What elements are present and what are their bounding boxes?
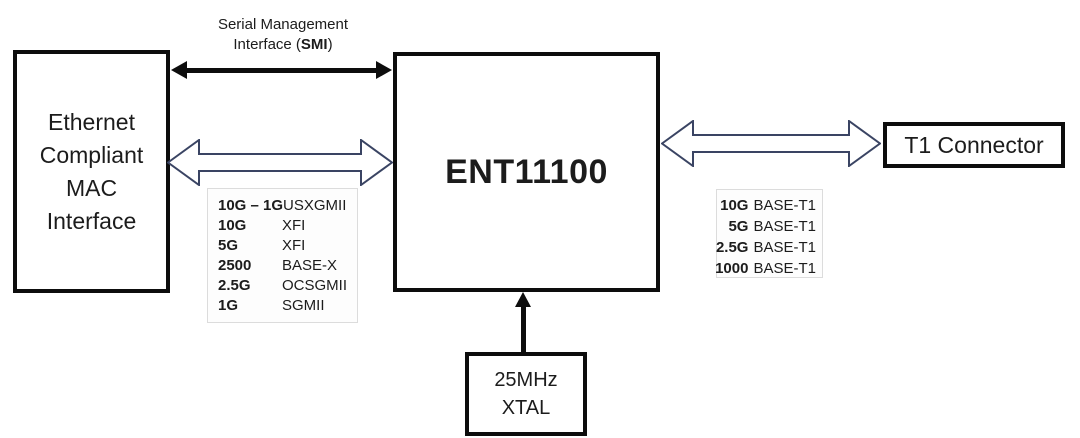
t1-if-speed: 5G — [728, 218, 749, 235]
t1-data-double-arrow-icon — [661, 120, 881, 167]
t1-interface-row: 2.5G BASE-T1 — [715, 237, 816, 258]
mac-data-double-arrow-icon — [167, 139, 393, 186]
t1-interface-list: 10G BASE-T1 5G BASE-T1 2.5G BASE-T1 1000… — [715, 189, 823, 279]
mac-interface-list: 10G – 1G USXGMII 10G XFI 5G XFI 2500 BAS… — [207, 188, 358, 323]
xtal-up-arrow-icon — [515, 292, 532, 352]
mac-if-speed: 5G — [218, 237, 239, 254]
mac-interface-row: 1G SGMII — [218, 296, 353, 316]
t1-connector-label: T1 Connector — [904, 131, 1044, 158]
smi-label-line1: Serial Management — [217, 16, 349, 33]
mac-interface-row: 10G – 1G USXGMII — [218, 196, 353, 216]
arrow-shaft — [521, 305, 526, 352]
mac-block-line3: MAC — [65, 174, 118, 201]
t1-if-standard: BASE-T1 — [753, 218, 816, 235]
mac-block-line4: Interface — [46, 207, 137, 234]
smi-label-line2: Interface (SMI) — [233, 36, 333, 53]
t1-if-speed: 10G — [720, 197, 749, 214]
mac-interface-row: 5G XFI — [218, 236, 353, 256]
xtal-block-line1: 25MHz — [494, 369, 558, 391]
t1-if-standard: BASE-T1 — [753, 239, 816, 256]
smi-double-arrow-icon — [171, 61, 392, 79]
arrow-shaft — [184, 68, 379, 73]
mac-block-line1: Ethernet — [48, 108, 135, 135]
ent11100-label: ENT11100 — [445, 152, 608, 191]
smi-bold: SMI — [300, 36, 328, 53]
mac-interface-row: 2.5G OCSGMII — [218, 276, 353, 296]
mac-if-speed: 10G – 1G — [218, 197, 284, 214]
xtal-block: 25MHz XTAL — [465, 352, 587, 436]
t1-if-standard: BASE-T1 — [753, 197, 816, 214]
mac-if-protocol: XFI — [282, 217, 306, 234]
mac-if-protocol: BASE-X — [282, 257, 338, 274]
t1-interface-row: 1000 BASE-T1 — [715, 258, 816, 279]
mac-block-line2: Compliant — [39, 141, 144, 168]
t1-interface-row: 5G BASE-T1 — [717, 216, 816, 237]
mac-interface-block: Ethernet Compliant MAC Interface — [13, 50, 170, 293]
ent11100-block: ENT11100 — [393, 52, 660, 292]
arrow-head-up-icon — [515, 292, 531, 307]
arrow-head-left-icon — [171, 61, 187, 79]
mac-if-speed: 10G — [218, 217, 247, 234]
smi-label: Serial Management Interface (SMI) — [178, 15, 388, 55]
mac-if-protocol: USXGMII — [283, 197, 347, 214]
mac-interface-row: 10G XFI — [218, 216, 353, 236]
mac-if-speed: 2500 — [218, 257, 252, 274]
mac-if-protocol: OCSGMII — [282, 277, 348, 294]
arrow-head-right-icon — [376, 61, 392, 79]
t1-connector-block: T1 Connector — [883, 122, 1065, 168]
mac-if-protocol: SGMII — [282, 297, 325, 314]
t1-if-speed: 2.5G — [715, 239, 749, 256]
t1-interface-row: 10G BASE-T1 — [717, 195, 816, 216]
mac-if-speed: 1G — [218, 297, 239, 314]
xtal-block-line2: XTAL — [501, 397, 551, 419]
mac-interface-row: 2500 BASE-X — [218, 256, 353, 276]
t1-if-speed: 1000 — [715, 260, 749, 277]
t1-if-standard: BASE-T1 — [753, 260, 816, 277]
mac-if-protocol: XFI — [282, 237, 306, 254]
mac-if-speed: 2.5G — [218, 277, 251, 294]
